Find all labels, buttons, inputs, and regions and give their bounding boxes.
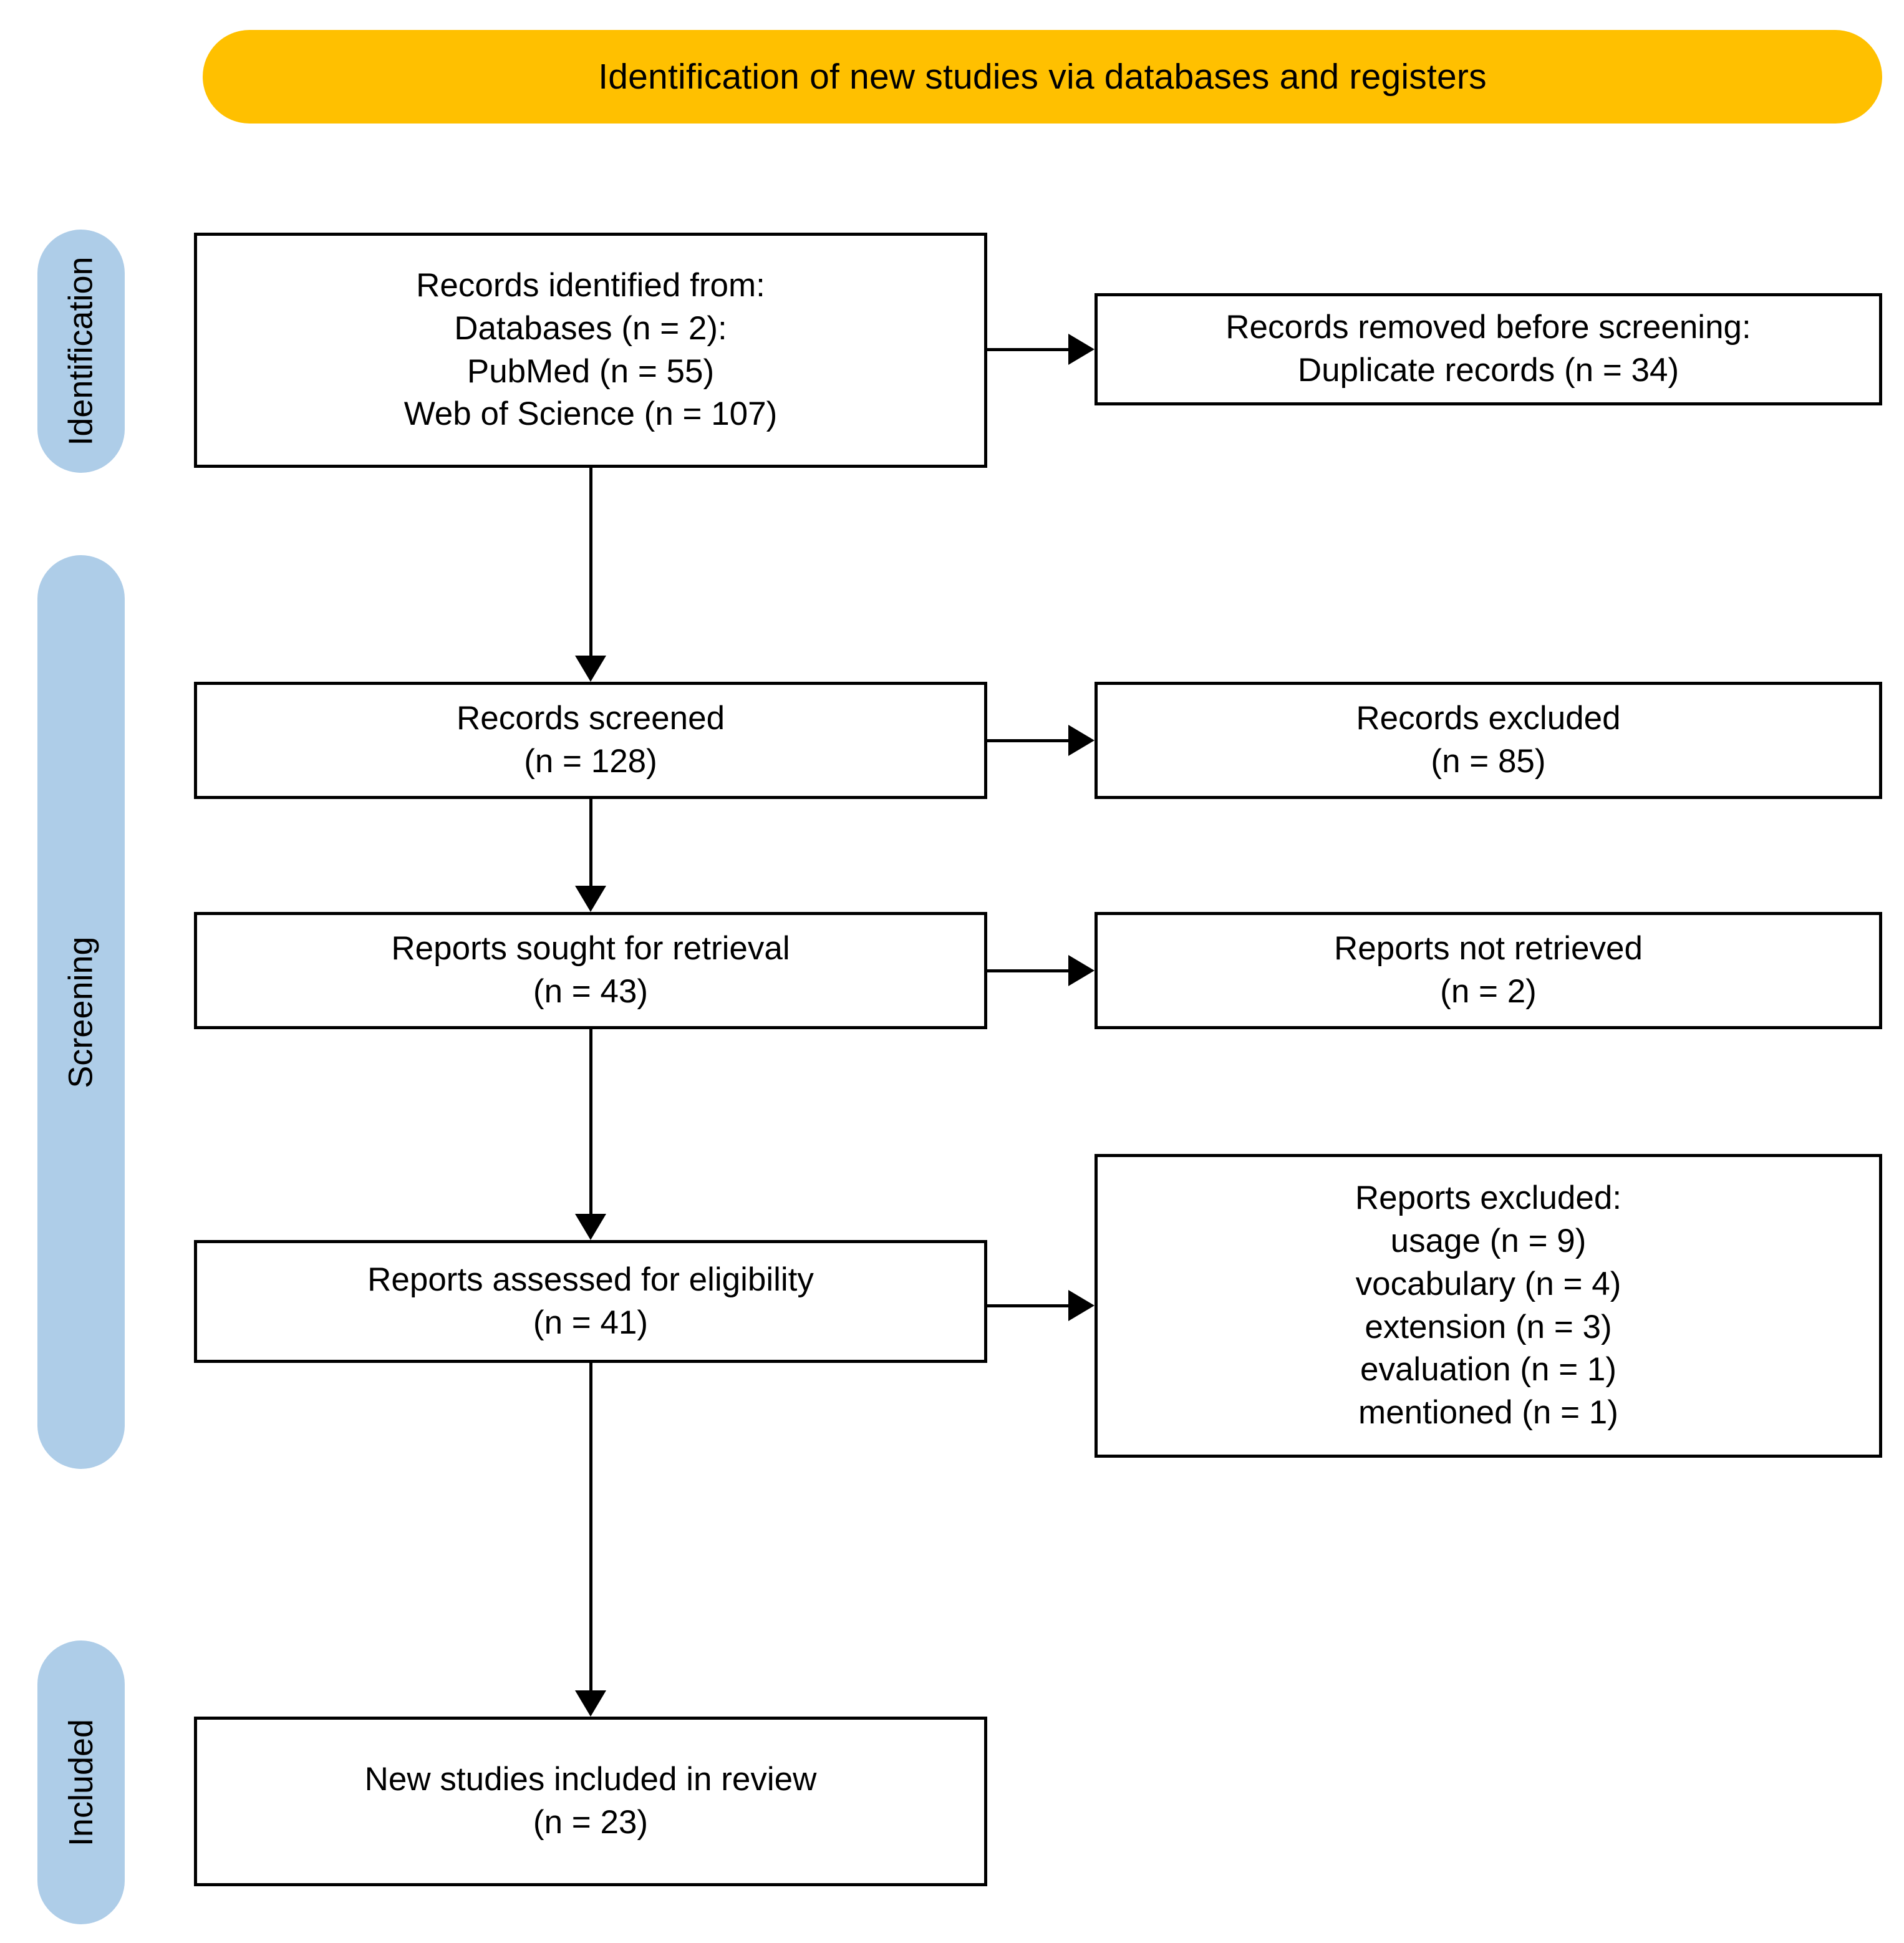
box-reports-excluded-reason-usage: usage (n = 9) [1390, 1222, 1587, 1259]
connector-assessed-to-included [589, 1363, 592, 1692]
arrow-right-icon-screened-to-records-excluded [1068, 725, 1095, 756]
stage-included-text: Included [62, 1718, 100, 1846]
connector-identified-to-screened [589, 468, 592, 657]
box-records-removed-line-1: Records removed before screening: [1225, 309, 1751, 346]
box-records-identified-line-1: Records identified from: [416, 266, 765, 304]
stage-label-screening: Screening [37, 555, 125, 1469]
box-records-removed-line-2: Duplicate records (n = 34) [1297, 352, 1679, 389]
box-reports-sought: Reports sought for retrieval (n = 43) [194, 912, 987, 1029]
box-records-screened-line-1: Records screened [456, 700, 725, 737]
connector-screened-to-records-excluded [987, 739, 1068, 742]
box-reports-excluded-reason-mentioned: mentioned (n = 1) [1358, 1394, 1618, 1432]
diagram-header-banner: Identification of new studies via databa… [203, 30, 1882, 124]
box-reports-assessed: Reports assessed for eligibility (n = 41… [194, 1240, 987, 1363]
arrow-down-icon-identified-to-screened [575, 656, 606, 682]
box-reports-assessed-line-1: Reports assessed for eligibility [367, 1261, 814, 1298]
box-records-removed: Records removed before screening: Duplic… [1095, 293, 1882, 405]
connector-sought-to-not-retrieved [987, 969, 1068, 972]
connector-assessed-to-reports-excluded [987, 1304, 1068, 1307]
connector-screened-to-sought [589, 799, 592, 887]
box-reports-excluded-line-1: Reports excluded: [1355, 1179, 1622, 1216]
box-reports-assessed-line-2: (n = 41) [533, 1304, 649, 1341]
arrow-down-icon-sought-to-assessed [575, 1214, 606, 1240]
arrow-right-icon-sought-to-not-retrieved [1068, 955, 1095, 986]
arrow-down-icon-screened-to-sought [575, 886, 606, 912]
box-reports-sought-line-2: (n = 43) [533, 973, 649, 1010]
box-reports-excluded-reason-extension: extension (n = 3) [1365, 1308, 1612, 1345]
box-records-identified-line-2: Databases (n = 2): [454, 309, 727, 347]
box-records-screened: Records screened (n = 128) [194, 682, 987, 799]
box-records-excluded: Records excluded (n = 85) [1095, 682, 1882, 799]
box-reports-not-retrieved: Reports not retrieved (n = 2) [1095, 912, 1882, 1029]
stage-label-identification: Identification [37, 230, 125, 473]
box-reports-not-retrieved-line-1: Reports not retrieved [1334, 930, 1643, 967]
box-records-identified-line-3: PubMed (n = 55) [466, 352, 715, 390]
stage-screening-text: Screening [62, 936, 100, 1088]
arrow-right-icon-identified-to-removed [1068, 334, 1095, 365]
connector-identified-to-removed [987, 348, 1068, 351]
diagram-title: Identification of new studies via databa… [598, 57, 1487, 97]
connector-sought-to-assessed [589, 1029, 592, 1215]
arrow-right-icon-assessed-to-reports-excluded [1068, 1290, 1095, 1321]
box-reports-excluded: Reports excluded: usage (n = 9) vocabula… [1095, 1154, 1882, 1458]
box-records-identified: Records identified from: Databases (n = … [194, 233, 987, 468]
box-new-studies-included: New studies included in review (n = 23) [194, 1717, 987, 1886]
box-new-studies-included-line-2: (n = 23) [533, 1804, 649, 1841]
stage-identification-text: Identification [62, 256, 100, 446]
stage-label-included: Included [37, 1640, 125, 1924]
box-reports-sought-line-1: Reports sought for retrieval [391, 930, 790, 967]
box-reports-excluded-reason-vocabulary: vocabulary (n = 4) [1355, 1265, 1621, 1302]
box-records-excluded-line-1: Records excluded [1356, 700, 1621, 737]
box-records-screened-line-2: (n = 128) [524, 743, 657, 780]
box-records-excluded-line-2: (n = 85) [1431, 743, 1546, 780]
box-new-studies-included-line-1: New studies included in review [364, 1761, 817, 1798]
box-records-identified-line-4: Web of Science (n = 107) [404, 395, 778, 433]
arrow-down-icon-assessed-to-included [575, 1690, 606, 1717]
box-reports-not-retrieved-line-2: (n = 2) [1440, 973, 1537, 1010]
box-reports-excluded-reason-evaluation: evaluation (n = 1) [1360, 1351, 1616, 1388]
